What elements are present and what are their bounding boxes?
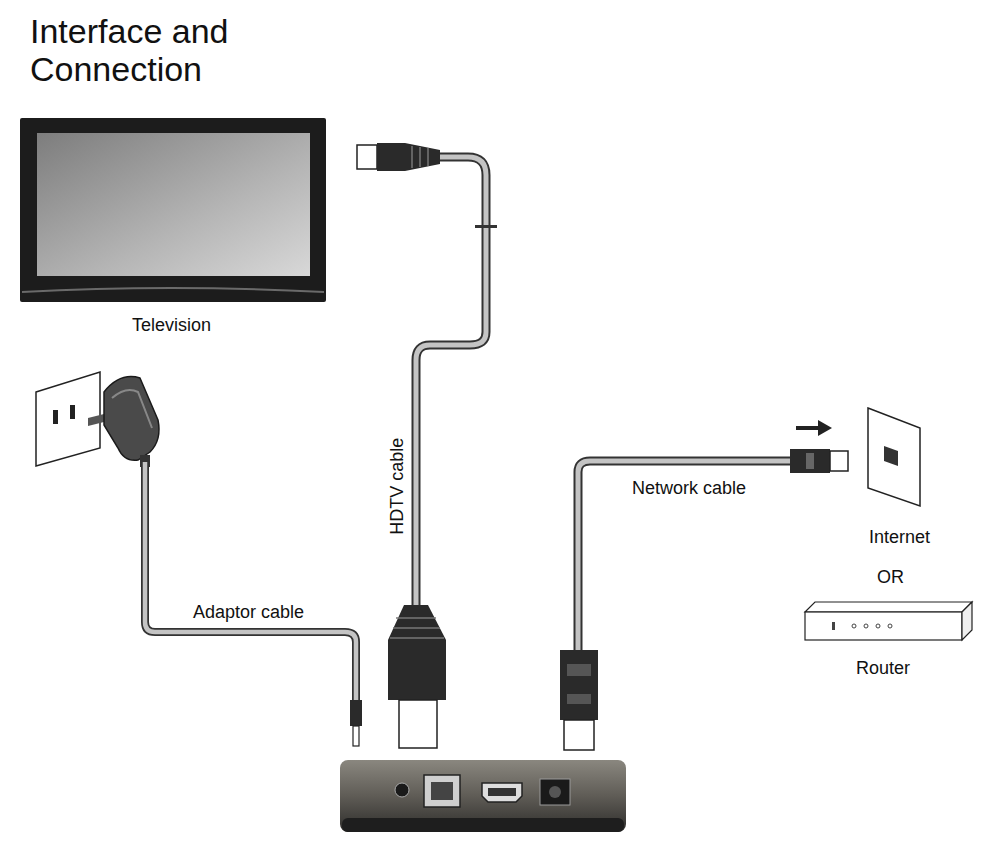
router-icon xyxy=(805,602,972,640)
network-wall-jack xyxy=(868,408,920,506)
power-socket-adaptor xyxy=(36,372,159,467)
cable-label: Adaptor cable xyxy=(193,602,304,623)
cable-label: Network cable xyxy=(632,478,746,499)
cable-label: HDTV cable xyxy=(387,438,408,535)
hdmi-plug-bottom xyxy=(388,605,446,748)
page-title: Interface and Connection xyxy=(30,12,300,88)
television-node: Television xyxy=(132,315,211,336)
router-node: Router xyxy=(856,658,910,679)
device-label: Internet xyxy=(869,527,930,548)
rj45-plug-wall xyxy=(790,420,848,473)
device-label: Television xyxy=(132,315,211,336)
television-icon xyxy=(20,118,326,302)
dc-plug xyxy=(350,700,362,746)
hdmi-plug-top xyxy=(357,143,440,171)
rj45-plug-bottom xyxy=(560,650,598,750)
or-label: OR xyxy=(877,567,904,588)
cables xyxy=(145,157,792,700)
tv-box-device xyxy=(340,760,626,832)
device-label: Router xyxy=(856,658,910,679)
internet-node: Internet xyxy=(869,527,930,548)
